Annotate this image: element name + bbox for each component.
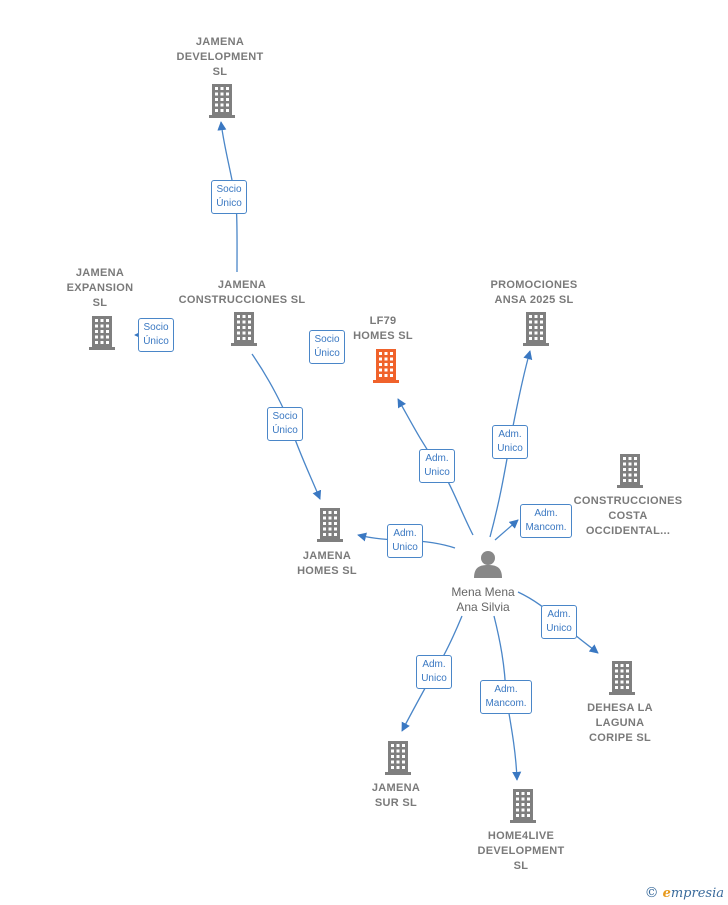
node-label-costa[interactable]: CONSTRUCCIONES COSTA OCCIDENTAL... [553, 494, 703, 539]
building-icon[interactable] [317, 508, 343, 542]
text-line: DEVELOPMENT [477, 845, 565, 857]
person-icon[interactable] [474, 551, 502, 578]
building-icon[interactable] [373, 349, 399, 383]
text-line: Unico [421, 673, 447, 684]
text-line: Mena Mena [451, 585, 515, 599]
text-line: HOME4LIVE [487, 830, 555, 842]
edge-label-e9[interactable]: Adm. Unico [541, 605, 577, 639]
text-line: Adm. [393, 528, 417, 539]
text-line: SL [513, 860, 529, 872]
building-icon[interactable] [89, 316, 115, 350]
building-icon[interactable] [617, 454, 643, 488]
text-line: PROMOCIONES [490, 279, 578, 291]
edge-label-e10[interactable]: Adm. Unico [416, 655, 452, 689]
text-line: Ana Silvia [456, 600, 510, 614]
building-icon[interactable] [231, 312, 257, 346]
text-line: CORIPE SL [589, 732, 651, 744]
node-label-jamena_cons[interactable]: JAMENA CONSTRUCCIONES SL [167, 278, 317, 308]
text-line: Adm. [494, 684, 518, 695]
edge-label-e11[interactable]: Adm. Mancom. [480, 680, 532, 714]
building-icon[interactable] [209, 84, 235, 118]
text-line: JAMENA [195, 36, 245, 48]
text-line: Socio [143, 322, 169, 333]
edge-mena-to-costa [494, 519, 519, 541]
text-line: Único [314, 348, 340, 359]
text-line: ANSA 2025 SL [494, 294, 574, 306]
text-line: LF79 [369, 315, 397, 327]
text-line: Unico [392, 542, 418, 553]
text-line: Socio [272, 411, 298, 422]
text-line: Mancom. [485, 698, 527, 709]
text-line: CONSTRUCCIONES SL [178, 294, 306, 306]
text-line: Socio [314, 334, 340, 345]
text-line: SL [212, 66, 228, 78]
text-line: Socio [216, 184, 242, 195]
text-line: HOMES SL [353, 330, 413, 342]
copyright-icon: © [644, 885, 659, 901]
edge-label-e5[interactable]: Adm. Unico [419, 449, 455, 483]
building-icon[interactable] [510, 789, 536, 823]
text-line: Adm. [534, 508, 558, 519]
node-label-dehesa[interactable]: DEHESA LA LAGUNA CORIPE SL [545, 701, 695, 746]
text-line: Adm. [425, 453, 449, 464]
brand-name: mpresia [670, 885, 724, 901]
text-line: JAMENA [302, 550, 352, 562]
edge-label-e7[interactable]: Adm. Mancom. [520, 504, 572, 538]
text-line: JAMENA [217, 279, 267, 291]
edge-label-e8[interactable]: Adm. Unico [387, 524, 423, 558]
node-label-jamena_exp[interactable]: JAMENA EXPANSION SL [25, 266, 175, 311]
text-line: Único [143, 336, 169, 347]
node-label-jamena_homes[interactable]: JAMENA HOMES SL [252, 549, 402, 579]
text-line: Unico [497, 443, 523, 454]
text-line: DEVELOPMENT [176, 51, 264, 63]
text-line: Adm. [498, 429, 522, 440]
text-line: COSTA [608, 510, 648, 522]
building-icon[interactable] [523, 312, 549, 346]
text-line: CONSTRUCCIONES [573, 495, 683, 507]
text-line: OCCIDENTAL... [585, 525, 671, 537]
text-line: HOMES SL [297, 565, 357, 577]
text-line: JAMENA [371, 782, 421, 794]
node-label-promo[interactable]: PROMOCIONES ANSA 2025 SL [459, 278, 609, 308]
text-line: LAGUNA [595, 717, 645, 729]
node-label-home4live[interactable]: HOME4LIVE DEVELOPMENT SL [446, 829, 596, 874]
text-line: Mancom. [525, 522, 567, 533]
text-line: SUR SL [374, 797, 418, 809]
building-icon[interactable] [385, 741, 411, 775]
text-line: EXPANSION [66, 282, 134, 294]
text-line: Unico [424, 467, 450, 478]
text-line: Único [216, 198, 242, 209]
node-label-jamena_dev[interactable]: JAMENA DEVELOPMENT SL [145, 35, 295, 80]
text-line: Adm. [422, 659, 446, 670]
text-line: Adm. [547, 609, 571, 620]
text-line: Unico [546, 623, 572, 634]
text-line: SL [92, 297, 108, 309]
brand-logo-letter: e [662, 885, 671, 901]
text-line: Único [272, 425, 298, 436]
node-label-jamena_sur[interactable]: JAMENA SUR SL [321, 781, 471, 811]
text-line: DEHESA LA [587, 702, 653, 714]
building-icon[interactable] [609, 661, 635, 695]
edge-label-e6[interactable]: Adm. Unico [492, 425, 528, 459]
text-line: JAMENA [75, 267, 125, 279]
